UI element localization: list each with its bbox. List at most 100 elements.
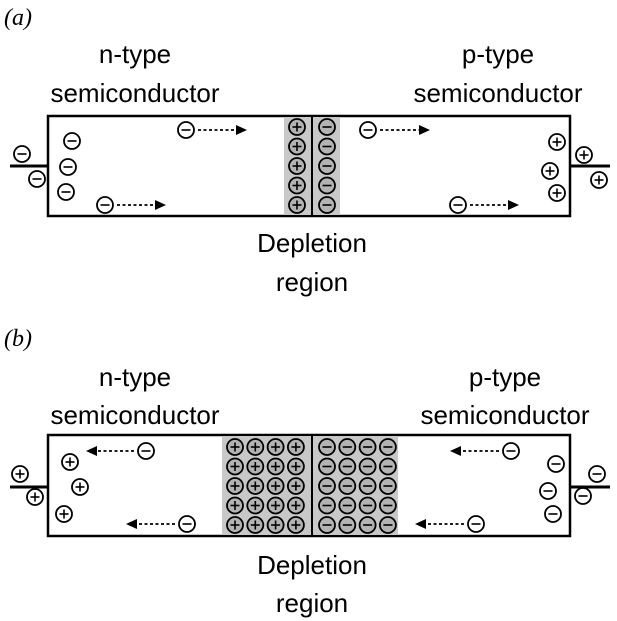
panel-b-carrier-arrow: [126, 519, 175, 529]
panel-b-moving-carrier: [178, 515, 196, 533]
panel-b-negative-ion: [378, 477, 397, 495]
panel-a-depletion-positive-ions: [288, 118, 306, 214]
panel-a-left-edge-charge: [57, 183, 75, 201]
panel-b-right-terminal-charge: [574, 487, 592, 505]
panel-b-positive-ion: [246, 457, 265, 476]
panel-a-depletion-label-line2: region: [276, 267, 348, 297]
panel-b-n-type-label-line2: semiconductor: [50, 400, 219, 430]
panel-b-positive-ion: [266, 516, 285, 534]
panel-a-carrier-arrow: [198, 125, 247, 135]
panel-a-carrier-arrow: [117, 200, 166, 210]
panel-a-carrier-arrow: [470, 200, 519, 210]
panel-b-positive-ion: [246, 477, 265, 495]
panel-a-right-edge-charge: [548, 184, 566, 202]
panel-b-positive-ion: [246, 496, 265, 515]
panel-b-negative-ion: [378, 457, 397, 476]
panel-b-positive-ion: [286, 496, 305, 515]
panel-b-moving-carrier: [137, 442, 155, 460]
panel-a-depletion-negative-ions: [318, 118, 336, 214]
panel-a-right-edge-charge: [548, 133, 566, 151]
panel-b-right-edge-charge: [547, 455, 565, 473]
panel-b-positive-ion: [226, 457, 244, 476]
panel-b: (b) n-type semiconductor p-type semicond…: [4, 326, 610, 618]
panel-b-negative-ion: [318, 457, 336, 476]
panel-b-negative-ion: [318, 496, 336, 515]
panel-b-positive-ion: [246, 516, 265, 534]
panel-b-negative-ion: [318, 516, 336, 534]
panel-a-moving-carrier: [96, 196, 114, 214]
panel-a-label: (a): [4, 5, 32, 31]
panel-a-right-edge-charge: [541, 162, 559, 180]
panel-b-positive-ion: [266, 438, 285, 456]
panel-b-negative-ion: [338, 457, 357, 476]
panel-a-left-terminal-charge: [13, 145, 31, 163]
panel-b-moving-carrier: [467, 515, 485, 533]
panel-b-positive-ion: [226, 438, 244, 456]
panel-b-depletion-label-line1: Depletion: [257, 550, 367, 580]
panel-b-n-type-label-line1: n-type: [99, 362, 171, 392]
panel-a-negative-ion: [318, 118, 336, 136]
panel-b-right-edge-charge: [544, 505, 562, 523]
panel-b-positive-ion: [266, 496, 285, 515]
panel-b-positive-ion: [226, 477, 244, 495]
panel-a-positive-ion: [288, 118, 306, 136]
panel-b-negative-ion: [318, 438, 336, 456]
panel-a-negative-ion: [318, 157, 336, 175]
panel-b-positive-ion: [286, 457, 305, 476]
panel-b-negative-ion: [318, 477, 336, 495]
panel-b-carrier-arrow: [450, 446, 499, 456]
panel-b-left-terminal-charge: [26, 488, 44, 506]
panel-b-depletion-negative-ions: [318, 438, 397, 534]
panel-a-free-charges: [13, 121, 608, 214]
panel-a: (a) n-type semiconductor p-type semicond…: [4, 5, 610, 297]
panel-b-negative-ion: [338, 496, 357, 515]
panel-a-positive-ion: [288, 157, 306, 175]
panel-b-free-charges: [11, 442, 606, 533]
panel-a-p-type-label-line1: p-type: [462, 39, 534, 69]
panel-b-positive-ion: [286, 438, 305, 456]
panel-b-left-edge-charge: [61, 453, 79, 471]
panel-b-negative-ion: [378, 496, 397, 515]
panel-a-positive-ion: [288, 196, 306, 214]
panel-a-n-type-label-line2: semiconductor: [50, 78, 219, 108]
panel-a-left-edge-charge: [59, 158, 77, 176]
panel-b-p-type-label-line1: p-type: [469, 362, 541, 392]
panel-b-depletion-label-line2: region: [276, 588, 348, 618]
panel-a-depletion-label-line1: Depletion: [257, 228, 367, 258]
panel-a-p-type-label-line2: semiconductor: [413, 78, 582, 108]
panel-b-negative-ion: [358, 457, 377, 476]
panel-b-negative-ion: [338, 477, 357, 495]
panel-b-left-terminal-charge: [11, 465, 29, 483]
panel-a-positive-ion: [288, 176, 306, 195]
panel-a-negative-ion: [318, 176, 336, 195]
panel-b-positive-ion: [246, 438, 265, 456]
panel-b-left-edge-charge: [55, 505, 73, 523]
panel-b-label: (b): [4, 326, 32, 352]
panel-a-negative-ion: [318, 137, 336, 156]
panel-b-negative-ion: [338, 516, 357, 534]
panel-b-negative-ion: [378, 516, 397, 534]
panel-a-negative-ion: [318, 196, 336, 214]
panel-a-right-terminal-charge: [590, 171, 608, 189]
panel-b-negative-ion: [358, 438, 377, 456]
panel-b-negative-ion: [358, 516, 377, 534]
panel-a-left-edge-charge: [63, 132, 81, 150]
panel-a-left-terminal-charge: [28, 170, 46, 188]
panel-b-left-edge-charge: [71, 478, 89, 496]
panel-b-positive-ion: [286, 477, 305, 495]
panel-b-negative-ion: [338, 438, 357, 456]
panel-b-carrier-arrow: [415, 519, 464, 529]
panel-b-positive-ion: [226, 496, 244, 515]
panel-a-moving-carrier: [449, 196, 467, 214]
panel-b-positive-ion: [266, 477, 285, 495]
panel-b-positive-ion: [286, 516, 305, 534]
panel-b-depletion-positive-ions: [226, 438, 305, 534]
panel-b-right-terminal-charge: [588, 465, 606, 483]
panel-b-positive-ion: [226, 516, 244, 534]
panel-a-moving-carrier: [359, 121, 377, 139]
panel-b-carrier-arrow: [86, 446, 134, 456]
panel-a-n-type-label-line1: n-type: [99, 39, 171, 69]
panel-a-positive-ion: [288, 137, 306, 156]
panel-a-carrier-arrow: [380, 125, 430, 135]
